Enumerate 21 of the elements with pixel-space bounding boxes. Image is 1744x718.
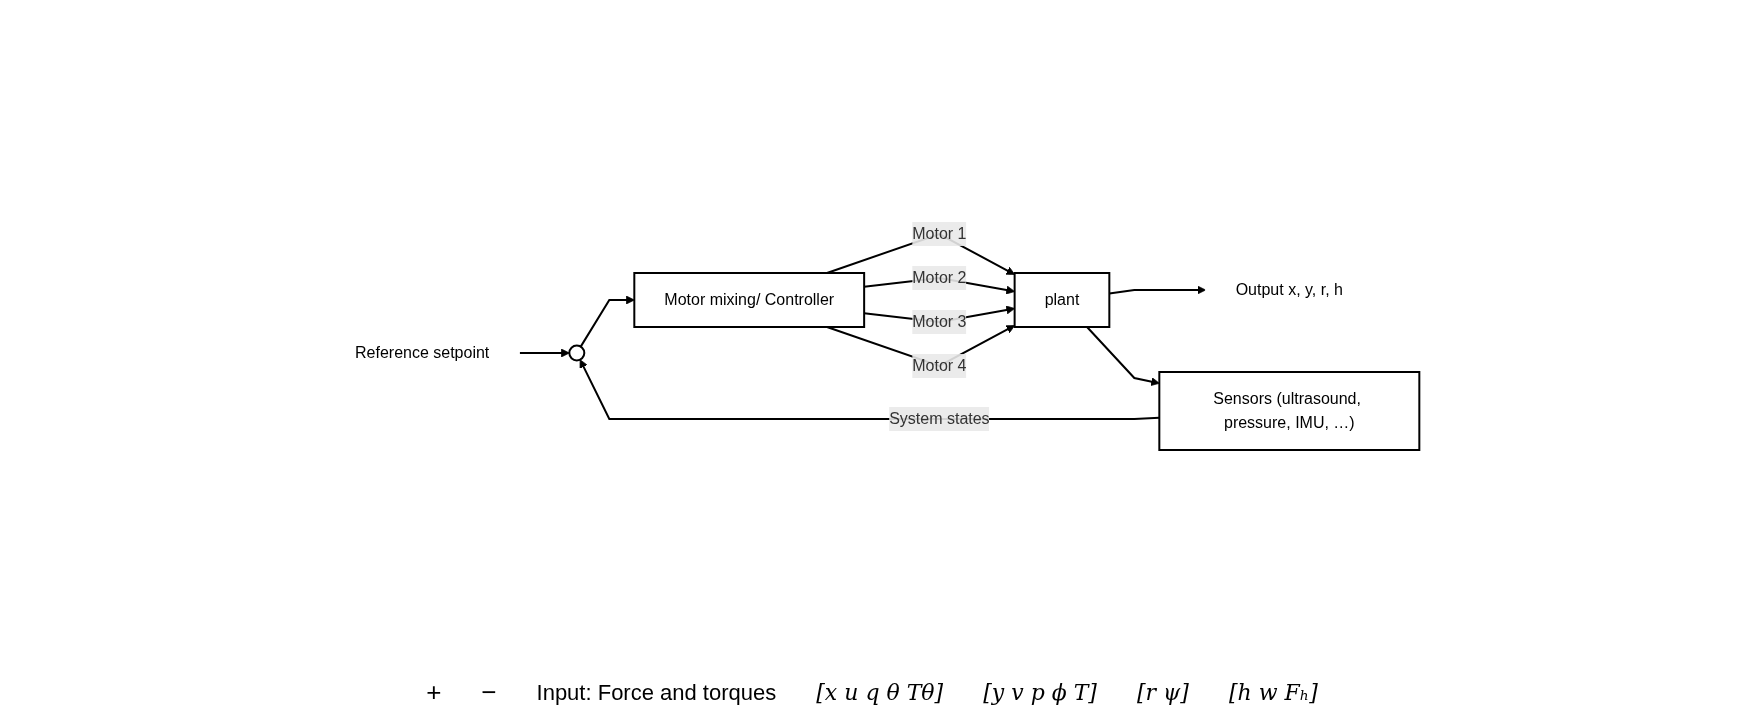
node-text: Reference setpoint bbox=[354, 343, 490, 361]
state-vector: [x u q θ Tθ] bbox=[816, 680, 944, 705]
edge-label: System states bbox=[888, 409, 990, 427]
edge-label: Motor 2 bbox=[912, 268, 967, 286]
node-circle bbox=[568, 344, 586, 361]
arrow bbox=[579, 295, 635, 348]
sign-label: − bbox=[481, 677, 497, 708]
edge-label: Motor 3 bbox=[912, 312, 967, 330]
arrow bbox=[518, 348, 570, 357]
state-vector: [y v p ϕ T] bbox=[983, 680, 1097, 705]
note-label: Input: Force and torques bbox=[536, 679, 777, 706]
state-vector: [h w Fₕ] bbox=[1228, 680, 1318, 705]
arrow bbox=[1085, 325, 1160, 386]
edge-label: Motor 4 bbox=[912, 356, 967, 374]
node-text: Output x, y, r, h bbox=[1235, 280, 1343, 298]
state-vector: [r ψ] bbox=[1136, 680, 1189, 705]
node-box: Sensors (ultrasound, pressure, IMU, …) bbox=[1158, 370, 1421, 451]
edge-label: Motor 1 bbox=[912, 224, 967, 242]
node-box: Motor mixing/ Controller bbox=[633, 271, 865, 328]
sign-label: + bbox=[426, 677, 442, 708]
node-box: plant bbox=[1013, 271, 1111, 328]
